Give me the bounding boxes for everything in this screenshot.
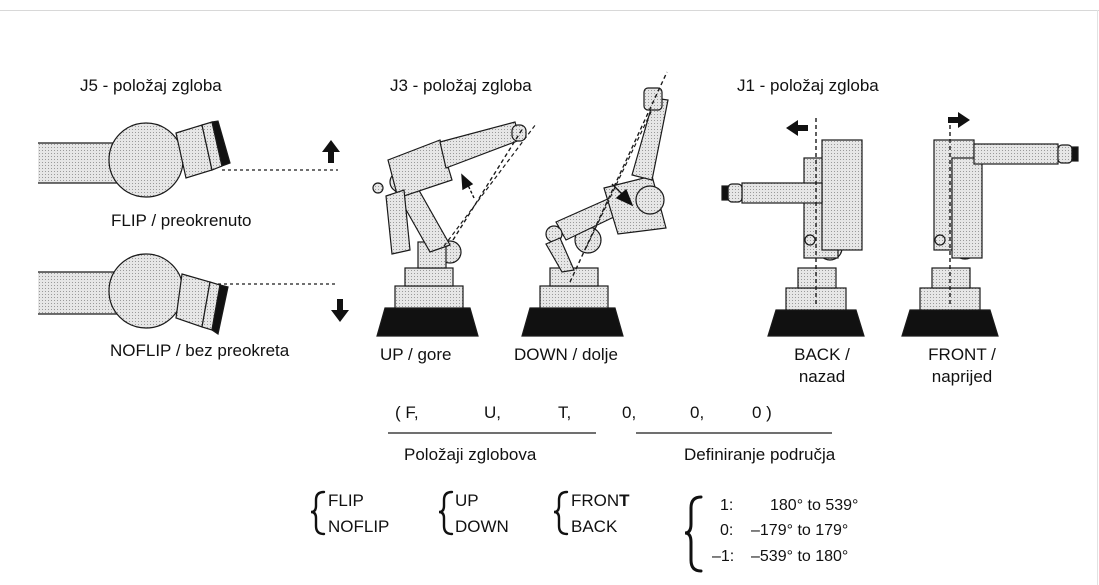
j1-back-arrow — [786, 120, 808, 136]
range-value-1: 180° to 539° — [770, 497, 859, 514]
brace-flip — [310, 490, 326, 536]
j3-down-robot — [521, 87, 669, 337]
area-definition-label: Definiranje područja — [684, 445, 836, 464]
legend-up: UP — [455, 491, 479, 510]
braces — [310, 490, 703, 573]
top-border — [0, 10, 1099, 11]
range-key-1: 1: — [720, 497, 734, 514]
j5-flip-label: FLIP / preokrenuto — [111, 211, 252, 230]
j3-up-arrow — [461, 173, 475, 199]
j1-title: J1 - položaj zgloba — [737, 76, 879, 95]
range-value-minus1: –539° to 180° — [751, 548, 849, 565]
j5-noflip-arrow-down — [331, 299, 349, 322]
tuple-0a: 0, — [622, 403, 637, 422]
j5-noflip-label: NOFLIP / bez preokreta — [110, 341, 290, 360]
right-border — [1097, 10, 1098, 585]
j1-back-robot — [721, 139, 865, 337]
legend-front: FRONT — [571, 491, 630, 511]
j3-up-label: UP / gore — [380, 345, 452, 364]
j1-front-arrow — [948, 112, 970, 128]
j1-front-label-line2: naprijed — [931, 367, 993, 386]
j3-up-axis-line — [452, 127, 524, 241]
legend-noflip: NOFLIP — [328, 517, 390, 536]
brace-up — [438, 490, 454, 536]
j3-down-arrow — [611, 183, 634, 207]
j1-front-robot — [901, 139, 1079, 337]
legend-flip: FLIP — [328, 491, 364, 510]
legend-front-main: FRON — [571, 491, 620, 510]
j5-flip-wrist — [38, 120, 338, 198]
tuple-0b: 0, — [690, 403, 705, 422]
j1-front-label-line1: FRONT / — [928, 345, 996, 364]
j5-noflip-wrist — [38, 253, 338, 335]
j3-down-label: DOWN / dolje — [514, 345, 618, 364]
legend-down: DOWN — [455, 517, 509, 536]
j1-back-label-line2: nazad — [798, 367, 846, 386]
brace-ranges — [684, 495, 703, 573]
range-value-0: –179° to 179° — [751, 522, 849, 539]
j5-flip-arrow-up — [322, 140, 340, 163]
tuple-u: U, — [484, 403, 501, 422]
j3-up-robot — [372, 121, 527, 337]
j1-back-label-line1: BACK / — [794, 345, 850, 364]
j1-front-label: FRONT / naprijed — [912, 345, 1012, 387]
brace-front — [553, 490, 569, 536]
legend-front-bold: T — [619, 491, 630, 510]
j3-up-reference-line — [443, 123, 537, 247]
tuple-t: T, — [558, 403, 572, 422]
tuple-f: ( F, — [395, 403, 419, 422]
joint-positions-label: Položaji zglobova — [404, 445, 537, 464]
range-key-0: 0: — [720, 522, 734, 539]
range-key-minus1: –1: — [712, 548, 735, 565]
j1-back-label: BACK / nazad — [782, 345, 862, 387]
tuple-0c: 0 ) — [752, 403, 772, 422]
j3-title: J3 - položaj zgloba — [390, 76, 532, 95]
j5-title: J5 - položaj zgloba — [80, 76, 222, 95]
legend-back: BACK — [571, 517, 618, 536]
